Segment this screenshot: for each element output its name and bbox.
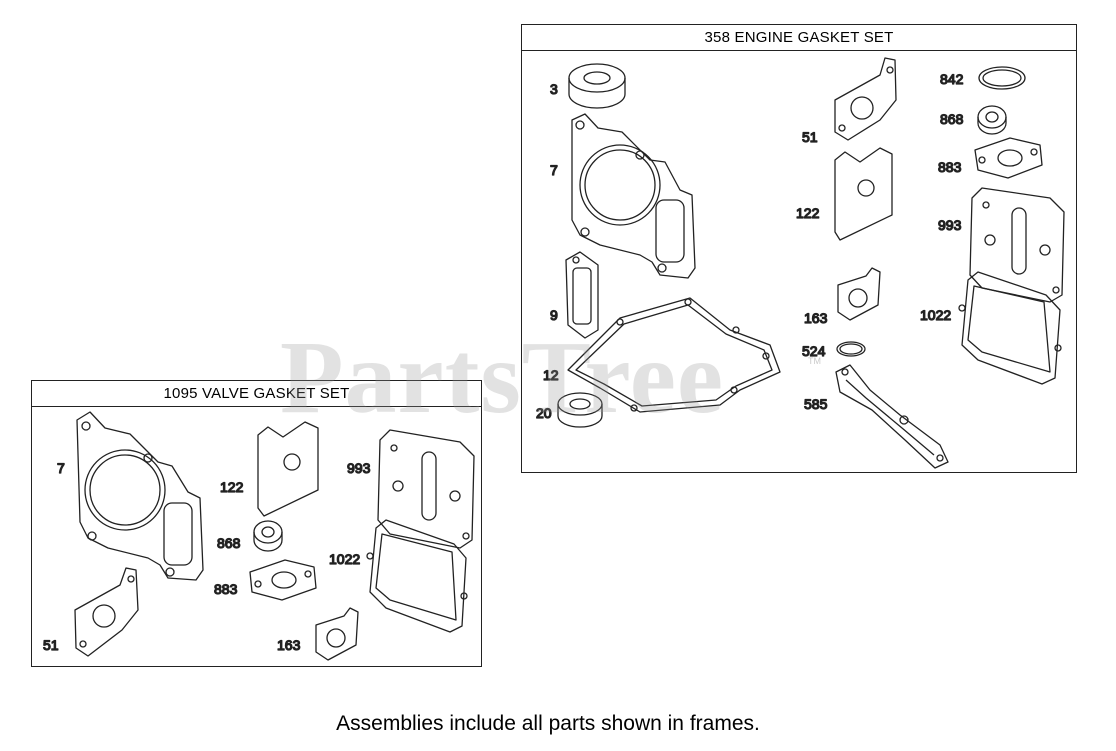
part-883-gasket[interactable] [974, 137, 1043, 179]
label-20: 20 [536, 405, 552, 421]
valve-part-7-head-gasket[interactable] [76, 411, 204, 581]
label-993: 993 [938, 217, 962, 233]
label-51: 51 [802, 129, 818, 145]
valve-label-7: 7 [57, 460, 65, 476]
label-868: 868 [940, 111, 964, 127]
valve-part-993-cover-gasket[interactable] [377, 429, 475, 549]
part-1022-cover-gasket[interactable] [958, 271, 1062, 385]
label-3: 3 [550, 81, 558, 97]
label-1022: 1022 [920, 307, 951, 323]
label-585: 585 [804, 396, 828, 412]
watermark-tm: TM [808, 356, 821, 366]
part-842-ring[interactable] [978, 66, 1026, 90]
part-12-crankcase-gasket[interactable] [567, 297, 781, 413]
valve-part-51-gasket[interactable] [74, 567, 139, 657]
valve-part-163-gasket[interactable] [315, 607, 359, 661]
label-12: 12 [543, 367, 559, 383]
part-7-head-gasket[interactable] [571, 113, 696, 279]
valve-part-883-gasket[interactable] [249, 559, 317, 601]
valve-label-993: 993 [347, 460, 371, 476]
valve-gasket-set-title: 1095 VALVE GASKET SET [32, 381, 481, 407]
engine-gasket-set-title: 358 ENGINE GASKET SET [522, 25, 1076, 51]
valve-label-51: 51 [43, 637, 59, 653]
valve-label-163: 163 [277, 637, 301, 653]
part-868-seal[interactable] [977, 105, 1007, 135]
label-163: 163 [804, 310, 828, 326]
part-122-plate[interactable] [834, 147, 893, 241]
part-20-seal[interactable] [557, 392, 603, 428]
valve-label-1022: 1022 [329, 551, 360, 567]
part-524-o-ring[interactable] [836, 341, 866, 357]
label-9: 9 [550, 307, 558, 323]
assemblies-note: Assemblies include all parts shown in fr… [336, 712, 760, 735]
part-993-cover-gasket[interactable] [969, 187, 1065, 303]
valve-label-122: 122 [220, 479, 244, 495]
part-163-gasket[interactable] [837, 267, 881, 321]
valve-label-868: 868 [217, 535, 241, 551]
label-7: 7 [550, 162, 558, 178]
valve-part-122-plate[interactable] [257, 421, 319, 517]
valve-part-868-seal[interactable] [253, 520, 283, 552]
part-9-gasket[interactable] [565, 251, 599, 339]
part-51-gasket[interactable] [834, 57, 897, 141]
part-585-gasket[interactable] [835, 364, 949, 469]
valve-label-883: 883 [214, 581, 238, 597]
part-3-oil-seal[interactable] [568, 63, 626, 109]
label-524: 524 [802, 343, 826, 359]
valve-part-1022-cover-gasket[interactable] [366, 519, 468, 633]
label-842: 842 [940, 71, 964, 87]
label-122: 122 [796, 205, 820, 221]
label-883: 883 [938, 159, 962, 175]
